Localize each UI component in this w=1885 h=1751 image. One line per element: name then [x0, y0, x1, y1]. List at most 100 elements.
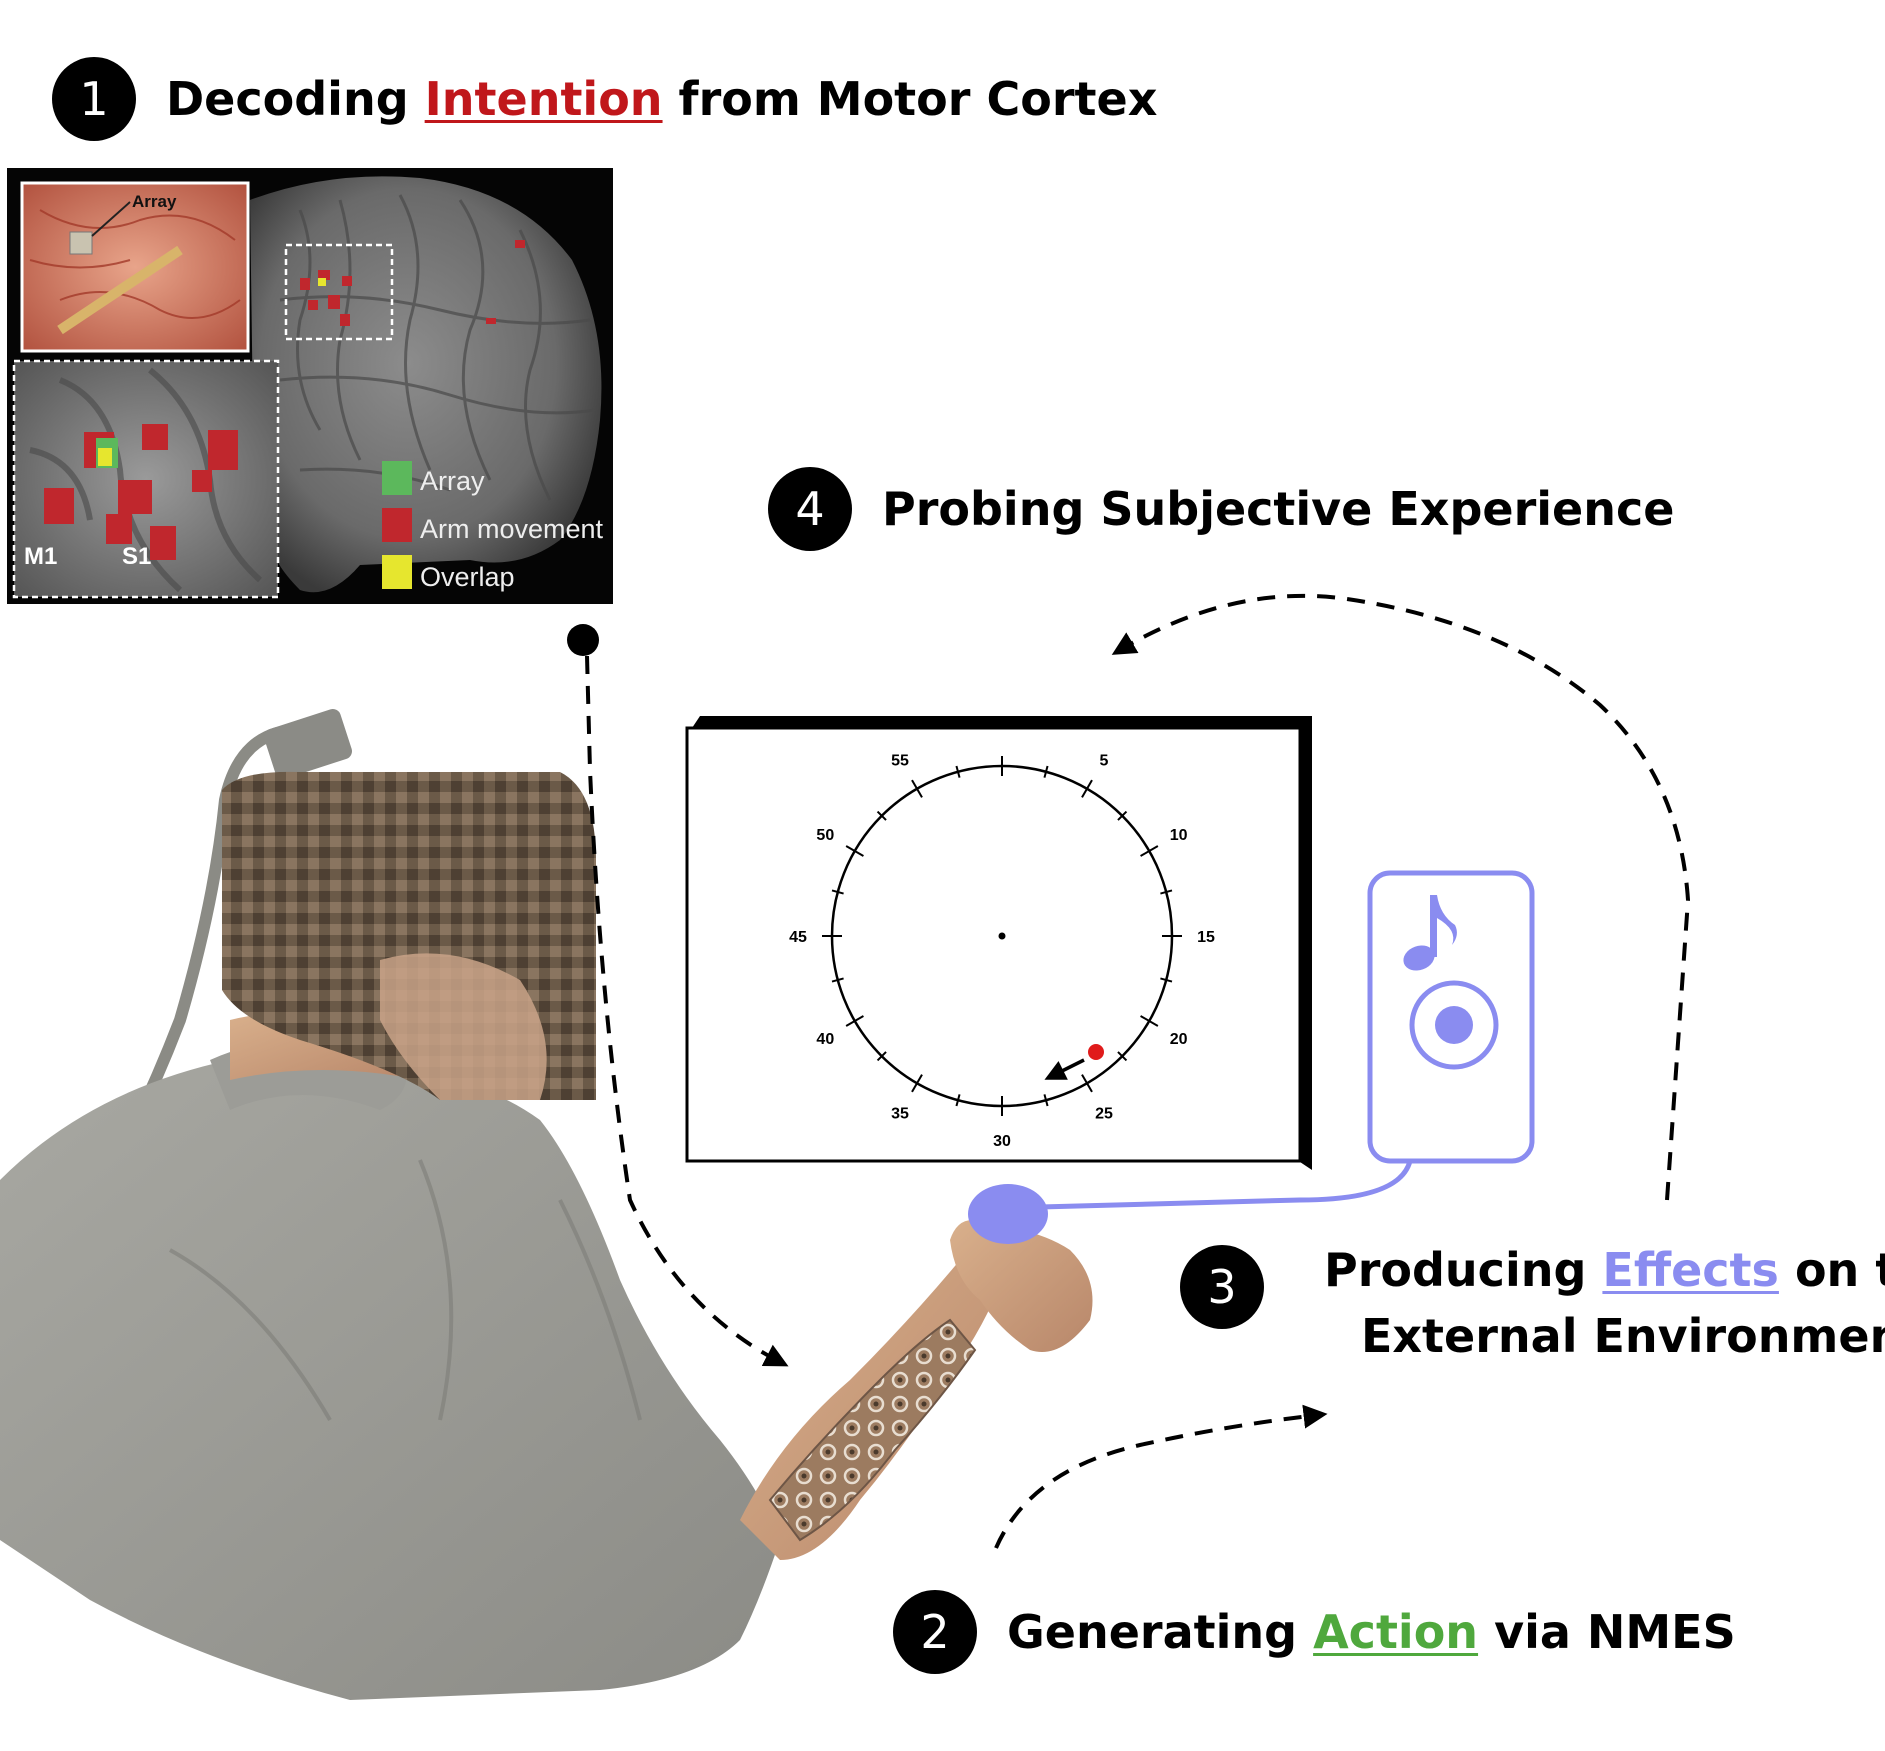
- clock-face: [830, 764, 1174, 1108]
- brain-image: [250, 176, 602, 593]
- step-3-title-line1: Producing Effects on the: [1324, 1237, 1885, 1303]
- clock-tick: [1160, 977, 1173, 983]
- clock-center-dot: [998, 932, 1006, 940]
- step-1-title-pre: Decoding: [166, 72, 425, 126]
- clock-tick: [876, 1051, 887, 1062]
- step-1-keyword: Intention: [424, 72, 663, 126]
- speaker-cone-ring: [1409, 980, 1499, 1070]
- zoom-array-marker: [96, 438, 118, 468]
- clock-tick: [1140, 1015, 1159, 1027]
- speaker-body: [1367, 870, 1535, 1164]
- step-3-heading: 3 Producing Effects on the External Envi…: [1180, 1237, 1885, 1369]
- pedestal-connector: [264, 708, 352, 780]
- zoom-inset-border: [12, 359, 280, 599]
- monitor-shadow: [692, 716, 1312, 1170]
- arrow-effects-to-experience: [1111, 593, 1691, 1201]
- clock-label: 35: [891, 1106, 909, 1123]
- clock-tick: [955, 765, 961, 778]
- clock-tick: [1160, 889, 1173, 895]
- clock-tick: [831, 889, 844, 895]
- clock-label: 25: [1095, 1106, 1113, 1123]
- clock-label: 10: [1170, 827, 1188, 844]
- clock-tick: [1081, 1074, 1093, 1093]
- zoom-activation: [44, 424, 238, 560]
- clock-label: 5: [1100, 752, 1109, 769]
- clock-label: 55: [891, 752, 909, 769]
- brain-roi-box: [284, 243, 394, 341]
- speaker-cable: [1039, 1160, 1413, 1210]
- speaker-cone: [1435, 1006, 1473, 1044]
- clock-tick: [1117, 1051, 1128, 1062]
- step-2-title: Generating Action via NMES: [1007, 1605, 1736, 1659]
- forearm: [740, 1242, 1010, 1560]
- brain-panel-background: [7, 168, 613, 604]
- clock-tick: [1117, 810, 1128, 821]
- shirt-collar: [210, 1037, 407, 1110]
- legend-swatch-array: [382, 461, 412, 495]
- region-label-s1: S1: [122, 543, 151, 570]
- participant-photo: [0, 708, 1093, 1700]
- legend-label-arm-movement: Arm movement: [420, 514, 604, 544]
- step-4-title: Probing Subjective Experience: [882, 482, 1675, 536]
- step-3-keyword: Effects: [1602, 1243, 1779, 1297]
- clock-arrow: [1044, 1058, 1085, 1080]
- head-pixelated-skin: [380, 953, 547, 1100]
- brain-legend: Array Arm movement Overlap: [382, 461, 604, 592]
- clock-label: 20: [1170, 1031, 1188, 1048]
- brain-overlap-marker: [318, 278, 326, 286]
- array-callout-label: Array: [132, 192, 177, 211]
- step-2-title-post: via NMES: [1478, 1605, 1736, 1659]
- nmes-sleeve: [768, 1318, 977, 1542]
- step-3-title-block: Producing Effects on the External Enviro…: [1324, 1237, 1885, 1369]
- clock-tick: [831, 977, 844, 983]
- clock-tick: [1140, 845, 1159, 857]
- clock-ticks: 5 10 15 20 25 30 35 40 45 50 55: [789, 752, 1215, 1150]
- clock-tick: [876, 810, 887, 821]
- step-2-keyword: Action: [1313, 1605, 1479, 1659]
- zoom-inset: [14, 361, 278, 597]
- step-3-title-pre: Producing: [1324, 1243, 1603, 1297]
- step-4-heading: 4 Probing Subjective Experience: [768, 467, 1674, 551]
- handheld-button: [968, 1184, 1048, 1244]
- clock-tick: [1043, 765, 1049, 778]
- step-3-title-line2: External Environment: [1360, 1309, 1885, 1363]
- clock-label: 15: [1197, 929, 1215, 946]
- step-1-heading: 1 Decoding Intention from Motor Cortex: [52, 57, 1157, 141]
- step-4-badge: 4: [768, 467, 852, 551]
- clock-tick: [911, 1074, 923, 1093]
- surgery-photo: [20, 181, 250, 353]
- array-callout-line: [91, 201, 131, 237]
- step-1-title-post: from Motor Cortex: [662, 72, 1158, 126]
- pedestal-cable: [0, 724, 301, 1354]
- region-label-m1: M1: [24, 543, 57, 570]
- music-note-icon: [1403, 895, 1457, 971]
- clock-label: 45: [789, 929, 807, 946]
- surgery-vessels: [29, 209, 241, 319]
- brain-panel: Array M1 S1: [7, 168, 613, 604]
- step-2-title-pre: Generating: [1007, 1605, 1314, 1659]
- clock-tick: [955, 1094, 961, 1107]
- clock-tick: [845, 1015, 864, 1027]
- step-3-title-post: on the: [1794, 1243, 1885, 1297]
- cable-clip: [27, 1245, 87, 1292]
- shirt: [0, 1053, 780, 1700]
- arrow-brain-to-arm: [585, 655, 789, 1367]
- legend-swatch-arm-movement: [382, 508, 412, 542]
- pixelated-head: [222, 771, 596, 1100]
- step-1-badge: 1: [52, 57, 136, 141]
- shirt-folds: [169, 1159, 642, 1422]
- clock-tick: [1081, 779, 1093, 798]
- clock-tick: [911, 779, 923, 798]
- step-2-badge: 2: [893, 1590, 977, 1674]
- clock-label: 40: [816, 1031, 834, 1048]
- clock-tick: [845, 845, 864, 857]
- flow-arrows: [567, 593, 1691, 1549]
- clock-label: 50: [816, 827, 834, 844]
- brain-activation: [300, 240, 525, 326]
- clock-label: 30: [993, 1133, 1011, 1150]
- brain-gyri: [279, 194, 596, 501]
- legend-label-array: Array: [420, 466, 485, 496]
- step-3-badge: 3: [1180, 1245, 1264, 1329]
- arrow-action-to-effects: [994, 1404, 1328, 1549]
